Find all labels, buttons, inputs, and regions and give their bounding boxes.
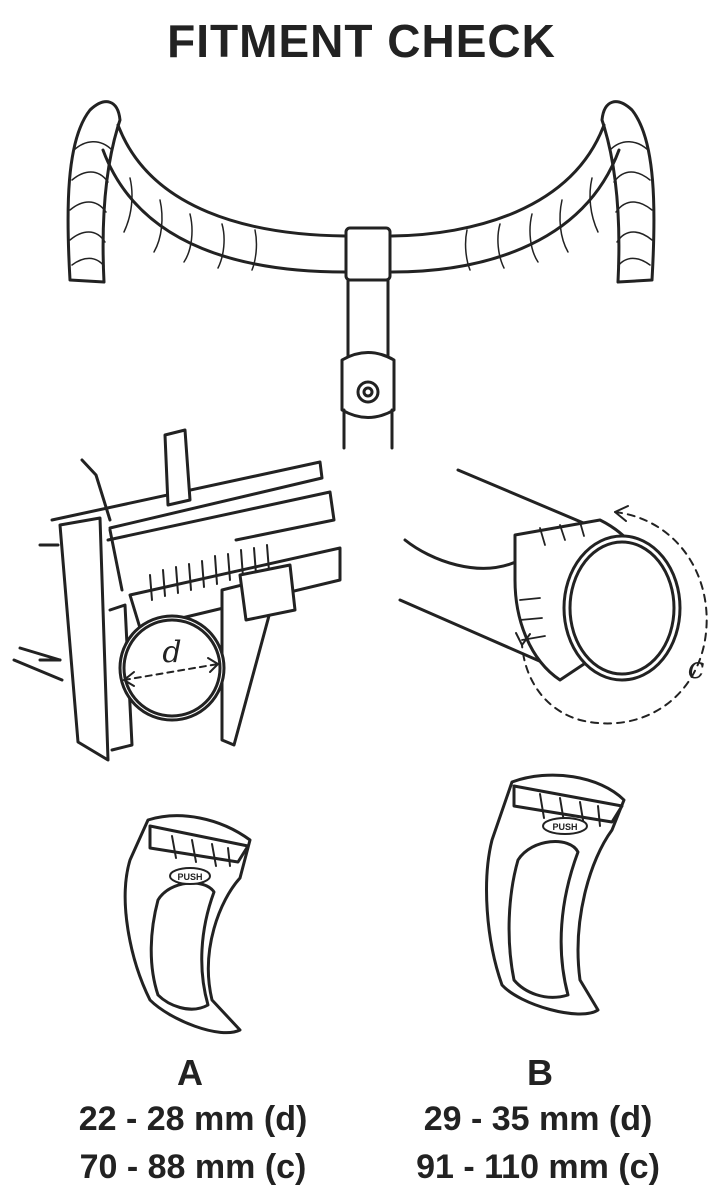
circumference-symbol: c [688,651,705,686]
mount-a-push-label: PUSH [177,872,202,882]
diameter-symbol: d [162,635,181,670]
size-b-diameter: 29 - 35 mm (d) [423,1100,653,1138]
tape-measure-illustration [398,468,708,725]
mount-b-push-label: PUSH [552,822,577,832]
mount-a-illustration [123,814,252,1035]
size-a-circumference: 70 - 88 mm (c) [79,1148,307,1186]
mount-b-illustration [485,773,626,1016]
handlebar-illustration [66,100,656,450]
size-a-diameter: 22 - 28 mm (d) [78,1100,308,1138]
size-a-letter: A [177,1052,203,1093]
size-b-circumference: 91 - 110 mm (c) [416,1148,660,1186]
caliper-illustration [12,428,342,762]
size-b-letter: B [527,1052,553,1093]
page-title: FITMENT CHECK [167,15,556,67]
